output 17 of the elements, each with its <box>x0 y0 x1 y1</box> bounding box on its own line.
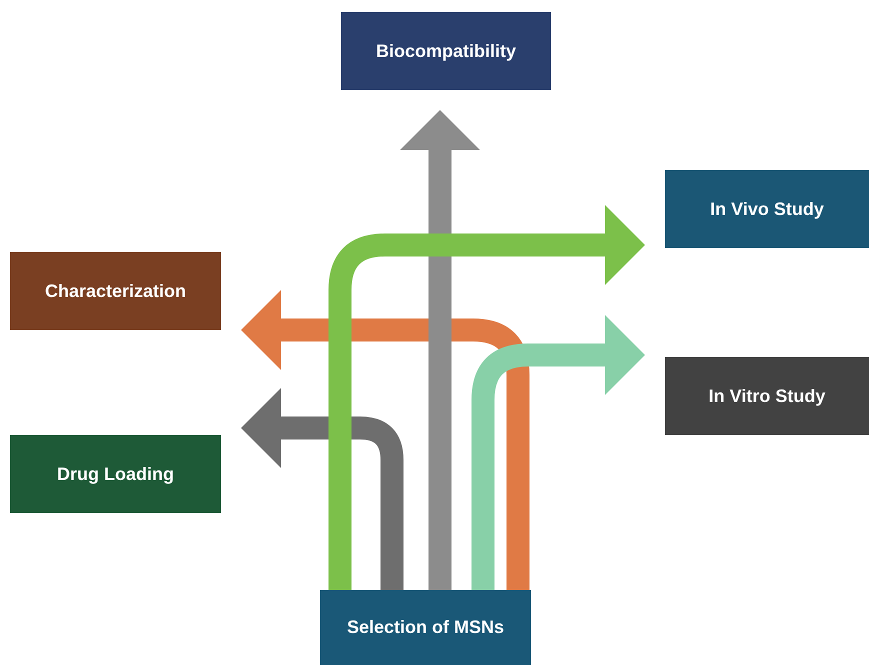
box-label: Drug Loading <box>57 464 174 484</box>
arrow <box>241 388 404 590</box>
box-label: In Vivo Study <box>710 198 824 220</box>
process-box <box>10 435 221 513</box>
process-box <box>10 252 221 330</box>
box-label: Biocompatibility <box>376 40 516 62</box>
arrow <box>328 205 645 590</box>
process-box <box>341 12 551 90</box>
process-box <box>320 590 531 665</box>
arrow <box>241 290 530 590</box>
process-box <box>665 357 869 435</box>
box-label: Characterization <box>44 280 186 302</box>
arrow <box>400 110 480 590</box>
box-label: In Vitro Study <box>708 386 826 406</box>
box-label: Selection of MSNs <box>346 617 504 638</box>
arrow <box>472 315 645 590</box>
process-box <box>665 170 869 248</box>
